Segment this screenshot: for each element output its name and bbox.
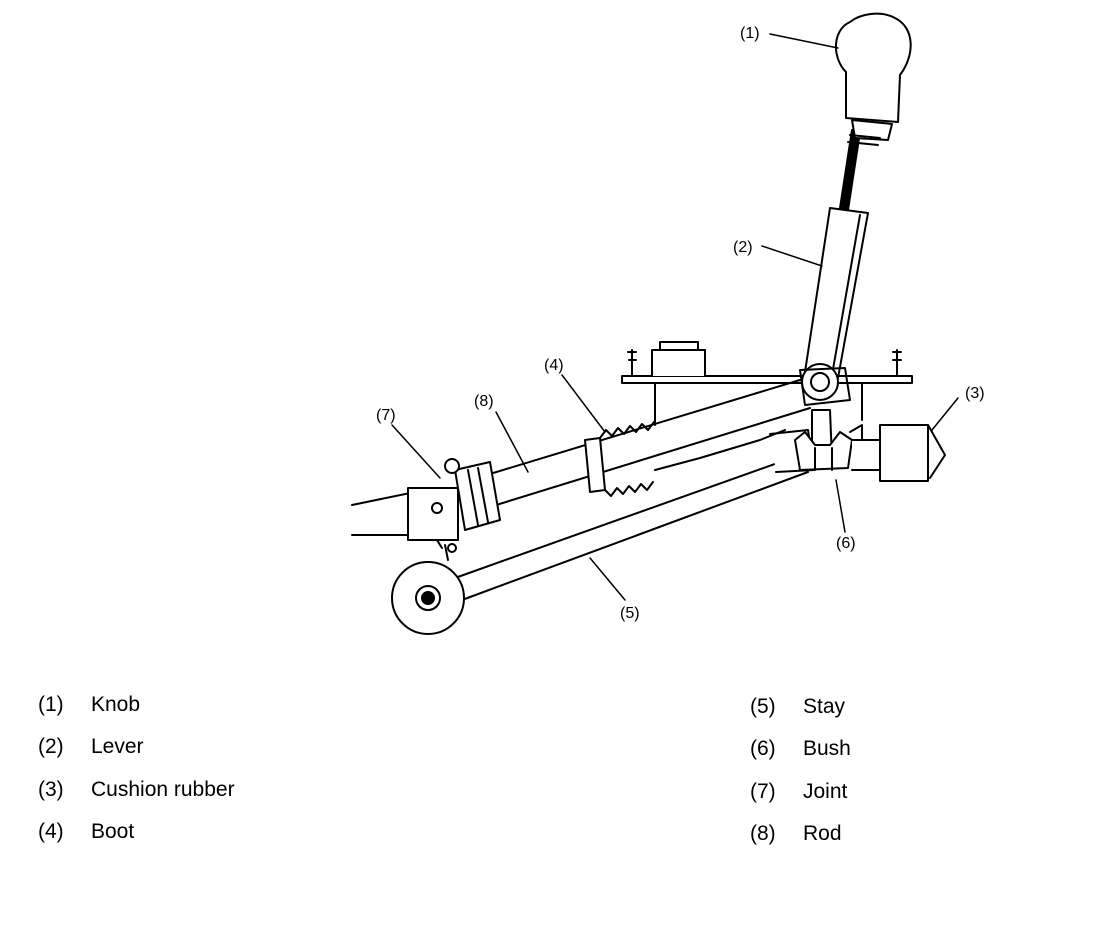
legend-label: Cushion rubber <box>91 778 235 801</box>
cushion-rubber <box>849 424 946 482</box>
legend-label: Bush <box>803 737 851 760</box>
stay <box>391 429 815 635</box>
legend-label: Boot <box>91 820 135 843</box>
knob <box>834 12 912 146</box>
legend-number: (8) <box>750 822 776 845</box>
callout-1: (1) <box>740 25 760 42</box>
lever <box>799 129 869 463</box>
legend-number: (3) <box>38 778 64 801</box>
legend-number: (2) <box>38 735 64 758</box>
callout-6: (6) <box>836 535 856 552</box>
base-plate <box>621 341 913 426</box>
legend-number: (5) <box>750 695 776 718</box>
legend-label: Lever <box>91 735 144 758</box>
legend-label: Joint <box>803 780 848 803</box>
legend-number: (1) <box>38 693 64 716</box>
callout-4: (4) <box>544 357 564 374</box>
boot <box>584 421 786 497</box>
legend-left: (1) Knob (2) Lever (3) Cushion rubber (4… <box>38 694 438 854</box>
callout-7: (7) <box>376 407 396 424</box>
callout-3: (3) <box>965 385 985 402</box>
shift-lever-assembly-diagram: (1) (2) (3) (4) (5) (6) (7) (8) <box>351 12 985 635</box>
callout-5: (5) <box>620 605 640 622</box>
legend-label: Knob <box>91 693 141 716</box>
legend-label: Stay <box>803 695 846 718</box>
leader-lines <box>391 33 959 601</box>
bush <box>794 431 853 471</box>
callout-2: (2) <box>733 239 753 256</box>
legend-right: (5) Stay (6) Bush (7) Joint (8) Rod <box>750 696 1050 856</box>
legend-number: (4) <box>38 820 64 843</box>
legend-number: (6) <box>750 737 776 760</box>
callout-8: (8) <box>474 393 494 410</box>
legend-label: Rod <box>803 822 842 845</box>
legend-number: (7) <box>750 780 776 803</box>
